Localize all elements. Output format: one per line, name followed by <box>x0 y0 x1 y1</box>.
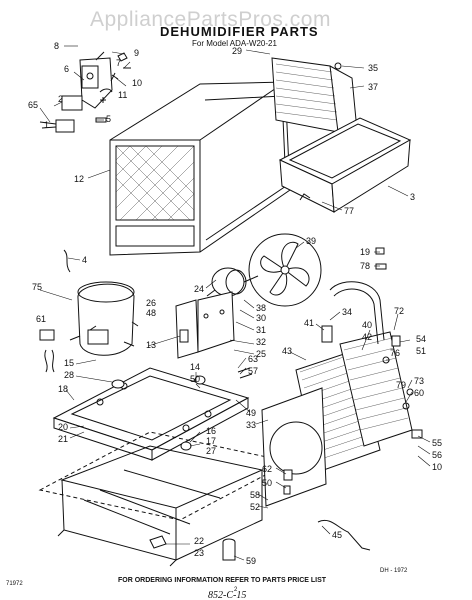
fan-shroud <box>261 387 327 507</box>
callout-43: 43 <box>282 346 292 356</box>
water-bucket <box>278 117 412 213</box>
callout-17: 17 <box>206 436 216 446</box>
callout-62: 62 <box>262 464 272 474</box>
callout-38: 38 <box>256 303 266 313</box>
callout-52: 52 <box>250 502 260 512</box>
page-subtitle: For Model ADA-W20-21 <box>192 39 277 48</box>
callout-32: 32 <box>256 337 266 347</box>
callout-49: 49 <box>246 408 256 418</box>
callout-5: 5 <box>106 114 111 124</box>
fan-motor <box>206 267 259 297</box>
callout-20: 20 <box>58 422 68 432</box>
rear-grille <box>271 57 357 133</box>
callout-9: 9 <box>134 48 139 58</box>
callout-30: 30 <box>256 313 266 323</box>
callout-41: 41 <box>304 318 314 328</box>
callout-58: 58 <box>250 490 260 500</box>
callout-1: 1 <box>44 120 49 130</box>
callout-54: 54 <box>416 334 426 344</box>
callout-18: 18 <box>58 384 68 394</box>
callout-59: 59 <box>246 556 256 566</box>
callout-48: 48 <box>146 308 156 318</box>
drawing-code: DH - 1972 <box>380 568 408 574</box>
compressor <box>39 281 135 373</box>
callout-60: 60 <box>414 388 424 398</box>
callout-6: 6 <box>64 64 69 74</box>
callout-35: 35 <box>368 63 378 73</box>
callout-61: 61 <box>36 314 46 324</box>
corner-code: 71972 <box>6 581 23 587</box>
footer-page-number: 2 <box>234 587 238 593</box>
callout-25: 25 <box>256 349 266 359</box>
callout-73: 73 <box>414 376 424 386</box>
callout-12: 12 <box>74 174 84 184</box>
callout-15: 15 <box>64 358 74 368</box>
callout-45: 45 <box>332 530 342 540</box>
callout-10b: 10 <box>432 462 442 472</box>
callout-8: 8 <box>54 41 59 51</box>
callout-79: 79 <box>396 380 406 390</box>
callout-55: 55 <box>432 438 442 448</box>
leader-lines <box>39 45 431 561</box>
handwritten-note: 852-C-15 <box>208 590 246 600</box>
fan-blade <box>248 233 322 307</box>
callout-31: 31 <box>256 325 266 335</box>
callout-21: 21 <box>58 434 68 444</box>
callout-78: 78 <box>360 261 370 271</box>
callout-34: 34 <box>342 307 352 317</box>
callout-37: 37 <box>368 82 378 92</box>
callout-10: 10 <box>132 78 142 88</box>
callout-76: 76 <box>390 348 400 358</box>
base-pan <box>52 367 250 461</box>
callout-50: 50 <box>190 374 200 384</box>
callout-24: 24 <box>194 284 204 294</box>
callout-26: 26 <box>146 298 156 308</box>
callout-7: 7 <box>116 58 121 68</box>
callout-51: 51 <box>416 346 426 356</box>
callout-labels: 8 9 10 7 11 6 5 65 1 2 29 35 37 3 77 12 … <box>28 41 442 566</box>
callout-28: 28 <box>64 370 74 380</box>
callout-16: 16 <box>206 426 216 436</box>
callout-63: 63 <box>248 354 258 364</box>
callout-75: 75 <box>32 282 42 292</box>
page-title: DEHUMIDIFIER PARTS <box>160 24 319 39</box>
motor-bracket <box>175 291 235 359</box>
small-parts <box>63 247 423 561</box>
callout-14: 14 <box>190 362 200 372</box>
callout-19: 19 <box>360 247 370 257</box>
callout-22: 22 <box>194 536 204 546</box>
callout-11: 11 <box>118 90 127 100</box>
callout-50b: 50 <box>262 478 272 488</box>
callout-39: 39 <box>306 236 316 246</box>
callout-42: 42 <box>362 332 372 342</box>
callout-40: 40 <box>362 320 372 330</box>
callout-65: 65 <box>28 100 38 110</box>
callout-33: 33 <box>246 420 256 430</box>
callout-23: 23 <box>194 548 204 558</box>
callout-77: 77 <box>344 206 354 216</box>
footer-note: FOR ORDERING INFORMATION REFER TO PARTS … <box>118 577 327 584</box>
callout-3: 3 <box>410 192 415 202</box>
callout-2: 2 <box>58 94 63 104</box>
watermark-text: AppliancePartsPros.com <box>90 8 331 31</box>
callout-72: 72 <box>394 306 404 316</box>
control-bracket-assembly <box>39 51 131 133</box>
callout-27: 27 <box>206 446 216 456</box>
callout-13: 13 <box>146 340 156 350</box>
callout-29: 29 <box>232 46 242 56</box>
cabinet <box>109 81 291 256</box>
callout-57: 57 <box>248 366 258 376</box>
callout-56: 56 <box>432 450 442 460</box>
callout-4: 4 <box>82 255 87 265</box>
